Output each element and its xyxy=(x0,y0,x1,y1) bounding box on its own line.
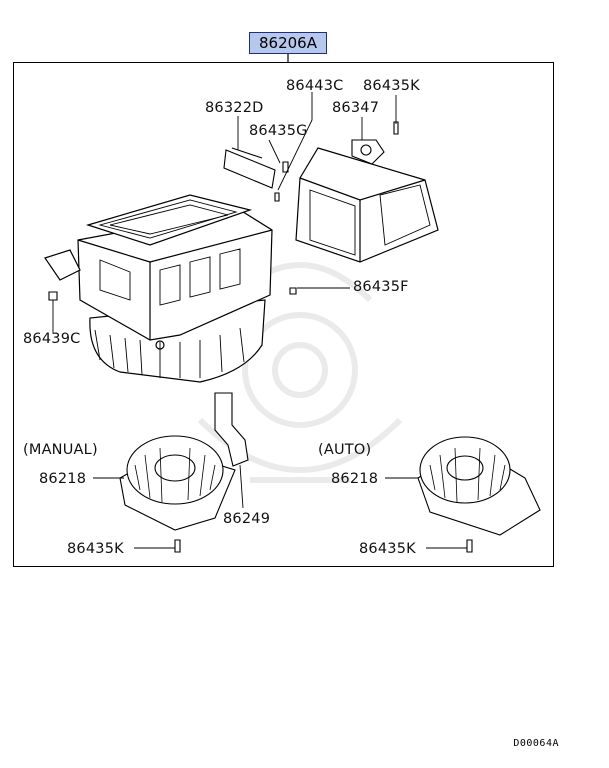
screws xyxy=(48,121,473,553)
label-86435k-top[interactable]: 86435K xyxy=(363,78,420,94)
label-86249[interactable]: 86249 xyxy=(223,511,271,527)
diagram-code: D00064A xyxy=(513,738,559,749)
hose-86249[interactable] xyxy=(214,392,249,467)
variant-manual: (MANUAL) xyxy=(23,442,98,458)
label-86439c[interactable]: 86439C xyxy=(23,331,81,347)
intake-duct[interactable] xyxy=(295,147,439,263)
label-86443c[interactable]: 86443C xyxy=(286,78,344,94)
label-86435k-left[interactable]: 86435K xyxy=(67,541,124,557)
diagram-frame xyxy=(13,62,554,567)
label-86347[interactable]: 86347 xyxy=(332,100,380,116)
label-86218-manual[interactable]: 86218 xyxy=(39,471,87,487)
resistor-86322d[interactable] xyxy=(223,147,276,189)
variant-auto: (AUTO) xyxy=(318,442,372,458)
leader-lines xyxy=(52,92,467,549)
blower-motor-manual[interactable] xyxy=(119,435,236,531)
actuator-86347[interactable] xyxy=(351,139,385,165)
label-86435k-right[interactable]: 86435K xyxy=(359,541,416,557)
assembly-part-label[interactable]: 86206A xyxy=(249,32,327,54)
label-86322d[interactable]: 86322D xyxy=(205,100,264,116)
blower-case[interactable] xyxy=(44,194,273,383)
label-86218-auto[interactable]: 86218 xyxy=(331,471,379,487)
blower-motor-auto[interactable] xyxy=(417,436,541,536)
label-86435g[interactable]: 86435G xyxy=(249,123,308,139)
label-86435f[interactable]: 86435F xyxy=(353,279,409,295)
